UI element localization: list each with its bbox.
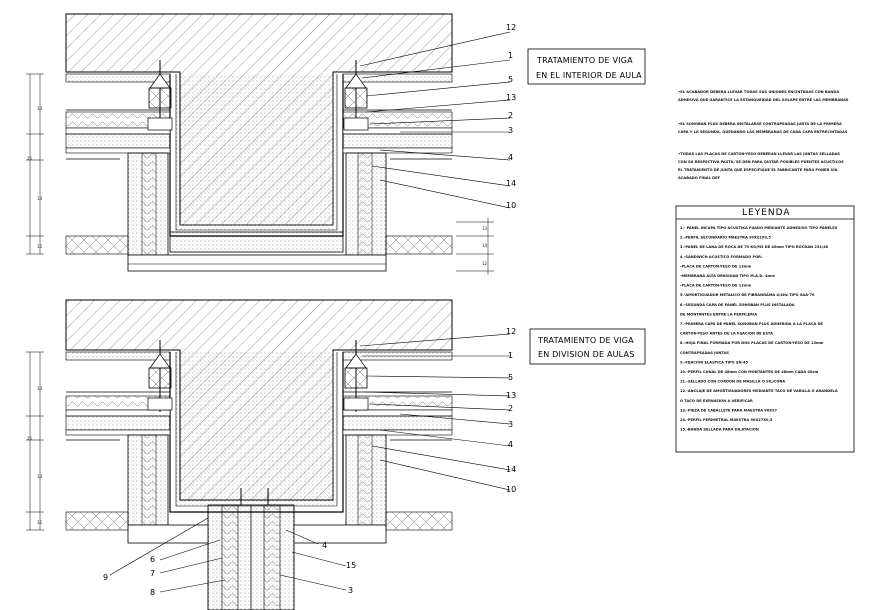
title-top-line2: EN EL INTERIOR DE AULA: [536, 71, 642, 80]
callout-12: 12: [506, 327, 516, 336]
general-notes: •EL ACABADOR DEBERA LLEVAR TODAS SUS UNI…: [678, 90, 849, 180]
dimension-chain-top-right: [456, 218, 494, 275]
note-line: CON SU RESPECTIVA PASTA, SE DEN PARA QUI…: [678, 160, 844, 164]
legend-item: CONTRAPEADAS JUNTAS: [680, 351, 729, 355]
damper-right-bottom: [343, 340, 369, 412]
dim-label: 25: [27, 436, 33, 441]
ceiling-layers-right-top: [342, 73, 453, 160]
dim-label: 10: [37, 106, 43, 111]
detail-top: 25 10 13 15 13 14 12 12 1 5 13: [26, 13, 646, 275]
leader-lines-bottom: [109, 333, 511, 593]
dim-label: 25: [27, 156, 33, 161]
callout-3: 3: [348, 586, 353, 595]
callout-2: 2: [508, 111, 513, 120]
callout-8: 8: [150, 588, 155, 597]
ceiling-layers-left-top: [65, 73, 171, 160]
dim-label: 15: [37, 244, 43, 249]
ceiling-layers-left-bottom: [65, 351, 171, 441]
callout-2: 2: [508, 404, 513, 413]
note-line: ADHESIVA QUE GARANTICE LA ESTANQUEIDAD D…: [678, 98, 849, 102]
wall-column-right-bottom: [345, 434, 387, 526]
callout-10: 10: [506, 485, 516, 494]
dim-label: 15: [37, 520, 43, 525]
legend-title: LEYENDA: [742, 208, 791, 218]
note-line: •TODAS LAS PLACAS DE CARTON-YESO DEBERAN…: [678, 152, 840, 156]
callout-4: 4: [322, 541, 327, 550]
legend-item: -MEMBRANA ALTA DENSIDAD TIPO M.A.D. 4mm: [680, 274, 775, 278]
legend-item: 13.-PIEZA DE CABALLETE PARA MAESTRA 90X2…: [680, 408, 778, 412]
callout-3: 3: [508, 420, 513, 429]
callout-14: 14: [506, 179, 516, 188]
wall-column-left-bottom: [127, 434, 169, 526]
dim-label: 14: [482, 243, 488, 248]
callout-12: 12: [506, 23, 516, 32]
legend-item: 7.-PRIMERA CAPA DE PANEL SONOBAN PLUS AD…: [680, 322, 824, 326]
callout-14: 14: [506, 465, 516, 474]
legend-item: 1.- PANEL INCAPA TIPO ACUSTIKA FIJADO ME…: [680, 226, 838, 230]
callout-13: 13: [506, 391, 516, 400]
damper-left-bottom: [147, 340, 173, 412]
title-top-line1: TRATAMIENTO DE VIGA: [536, 56, 633, 65]
callout-9: 9: [103, 573, 108, 582]
legend-item: 11.-SELLADO CON CORDON DE MASILLA O SILI…: [680, 380, 785, 384]
callout-4: 4: [508, 153, 513, 162]
dim-label: 13: [482, 226, 488, 231]
title-box-bottom: [529, 328, 646, 365]
title-bottom-line1: TRATAMIENTO DE VIGA: [537, 336, 634, 345]
callout-15: 15: [346, 561, 356, 570]
callout-13: 13: [506, 93, 516, 102]
legend-items: 1.- PANEL INCAPA TIPO ACUSTIKA FIJADO ME…: [680, 226, 838, 432]
note-line: •EL SONOBAN PLUS DEBERA INSTALARSE CONTR…: [678, 122, 842, 126]
callout-5: 5: [508, 75, 513, 84]
title-box-top: [527, 48, 646, 85]
callout-6: 6: [150, 555, 155, 564]
legend-item: DE MONTANTES ENTRE LA PERFILERIA: [680, 312, 757, 316]
legend-item: 15.-BANDA SELLADA PARA DILATACION: [680, 428, 759, 432]
legend-panel: LEYENDA 1.- PANEL INCAPA TIPO ACUSTIKA F…: [675, 205, 855, 453]
legend-item: -PLACA DE CARTON-YESO DE 13mm: [680, 284, 751, 288]
callout-3: 3: [508, 126, 513, 135]
legend-item: 8.-HOJA FINAL FORMADA POR DOS PLACAS DE …: [680, 341, 824, 345]
damper-left-top: [147, 60, 173, 131]
dimension-chain-top-left: [26, 73, 44, 255]
title-bottom-line2: EN DIVISION DE AULAS: [538, 350, 634, 359]
note-line: •EL ACABADOR DEBERA LLEVAR TODAS SUS UNI…: [678, 90, 839, 94]
wall-column-left-top: [127, 152, 169, 256]
damper-right-top: [343, 60, 369, 131]
note-line: EL TRATAMIENTO DE JUNTA QUE ESPECIFIQUE …: [678, 168, 837, 172]
dim-label: 13: [37, 196, 43, 201]
detail-bottom: 25 10 13 15 12 1 5 13 2: [26, 299, 646, 610]
callout-1: 1: [508, 351, 513, 360]
callout-1: 1: [508, 51, 513, 60]
legend-item: 4.-SANDWICH ACUSTICO FORMADO POR:: [680, 255, 763, 259]
dim-label: 13: [37, 474, 43, 479]
callout-10: 10: [506, 201, 516, 210]
callout-4: 4: [508, 440, 513, 449]
dimension-chain-bottom-left: [26, 351, 44, 531]
note-line: ACABADO FINAL DEF: [678, 176, 721, 180]
callout-7: 7: [150, 569, 155, 578]
legend-item: -PLACA DE CARTON-YESO DE 13mm: [680, 264, 751, 268]
dim-label: 10: [37, 386, 43, 391]
wall-column-right-top: [345, 152, 387, 256]
legend-item: 12.-ANCLAJE DE AMORTIGUADORES MEDIANTE T…: [680, 389, 838, 393]
callout-5: 5: [508, 373, 513, 382]
dim-label: 12: [482, 261, 488, 266]
legend-item: 10.-PERFIL CANAL DE 48mm CON MONTANTES D…: [680, 370, 819, 374]
legend-item: 5.-AMORTIGUADOR METALICO DE FIBRANGAMA 4…: [680, 293, 815, 297]
note-line: CAPA Y LA SEGUNDA, QUEDANDO LAS MEMBRANA…: [678, 130, 848, 134]
legend-item: 14.-PERFIL PERIMETRAL MAESTRA 90X27X0,5: [680, 418, 773, 422]
legend-item: O TACO DE EXPANSION A VERIFICAR: [680, 399, 753, 403]
legend-item: 2.-PERFIL SECUNDARIO MAESTRA 90X22X0,5: [680, 236, 771, 240]
legend-item: 6.-SEGUNDA CAPA DE PANEL SONOBAN PLUS IN…: [680, 303, 795, 307]
legend-item: 3.-PANEL DE LANA DE ROCA DE 70 KG/M3 DE …: [680, 245, 829, 249]
legend-item: CARTON-YESO ANTES DE LA FIJACION DE ESTA: [680, 332, 773, 336]
partition-wall-bottom: [207, 488, 295, 610]
legend-item: 9.-FIJACION ELASTICA TIPO SN-45: [680, 360, 748, 364]
leader-lines-top: [359, 31, 511, 209]
